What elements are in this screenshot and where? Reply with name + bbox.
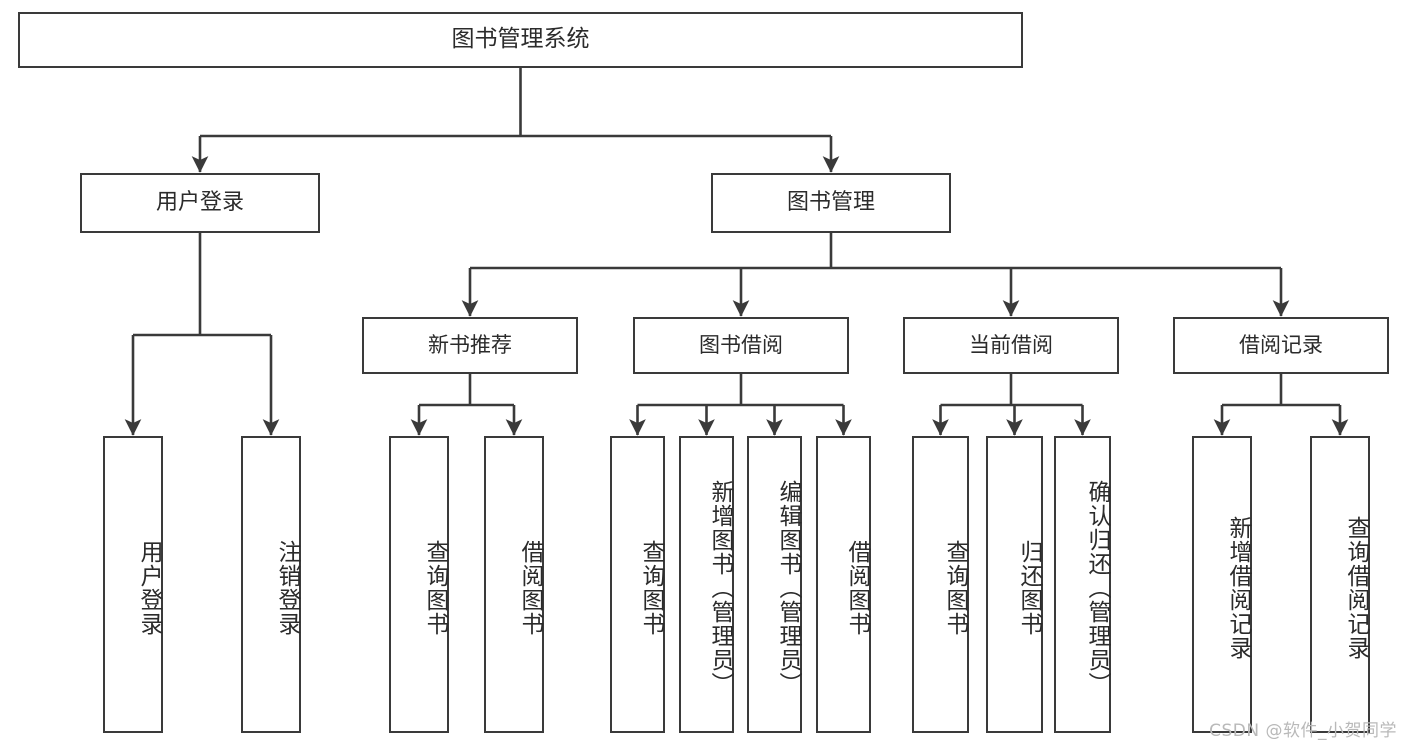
- node-label: 借阅图书: [517, 539, 543, 636]
- node-book-manage[interactable]: 图书管理: [711, 173, 951, 233]
- node-label: 查询图书: [638, 539, 664, 636]
- node-leaf-add-record[interactable]: 新增借阅记录: [1192, 436, 1252, 733]
- node-label: 确认归还（管理员）: [1084, 479, 1110, 696]
- node-leaf-borrow-book-2[interactable]: 借阅图书: [816, 436, 871, 733]
- node-current-borrow[interactable]: 当前借阅: [903, 317, 1119, 374]
- node-label: 归还图书: [1016, 539, 1042, 636]
- node-label: 新增图书（管理员）: [707, 479, 733, 696]
- node-label: 注销登录: [274, 539, 300, 636]
- node-leaf-query-book-3[interactable]: 查询图书: [912, 436, 969, 733]
- node-leaf-add-book[interactable]: 新增图书（管理员）: [679, 436, 734, 733]
- node-label: 用户登录: [136, 539, 162, 636]
- node-leaf-user-logout[interactable]: 注销登录: [241, 436, 301, 733]
- node-leaf-user-login[interactable]: 用户登录: [103, 436, 163, 733]
- node-leaf-edit-book[interactable]: 编辑图书（管理员）: [747, 436, 802, 733]
- node-leaf-query-book-1[interactable]: 查询图书: [389, 436, 449, 733]
- node-label: 借阅记录: [1239, 332, 1323, 357]
- node-leaf-borrow-book-1[interactable]: 借阅图书: [484, 436, 544, 733]
- node-label: 新增借阅记录: [1225, 515, 1251, 660]
- node-leaf-confirm-return[interactable]: 确认归还（管理员）: [1054, 436, 1111, 733]
- node-label: 新书推荐: [428, 332, 512, 357]
- node-label: 借阅图书: [844, 539, 870, 636]
- node-label: 编辑图书（管理员）: [775, 479, 801, 696]
- node-leaf-return-book[interactable]: 归还图书: [986, 436, 1043, 733]
- node-borrow-record[interactable]: 借阅记录: [1173, 317, 1389, 374]
- node-label: 用户登录: [155, 189, 244, 215]
- node-label: 图书借阅: [699, 332, 783, 357]
- node-user-login[interactable]: 用户登录: [80, 173, 320, 233]
- csdn-watermark: CSDN @软件_小贺同学: [1209, 721, 1397, 741]
- node-label: 查询图书: [422, 539, 448, 636]
- node-label: 当前借阅: [969, 332, 1053, 357]
- node-root[interactable]: 图书管理系统: [18, 12, 1023, 68]
- node-label: 图书管理系统: [451, 26, 590, 53]
- node-leaf-query-book-2[interactable]: 查询图书: [610, 436, 665, 733]
- node-label: 图书管理: [786, 189, 875, 215]
- node-book-borrow[interactable]: 图书借阅: [633, 317, 849, 374]
- node-label: 查询图书: [942, 539, 968, 636]
- node-label: 查询借阅记录: [1343, 515, 1369, 660]
- node-new-book-rec[interactable]: 新书推荐: [362, 317, 578, 374]
- node-leaf-query-record[interactable]: 查询借阅记录: [1310, 436, 1370, 733]
